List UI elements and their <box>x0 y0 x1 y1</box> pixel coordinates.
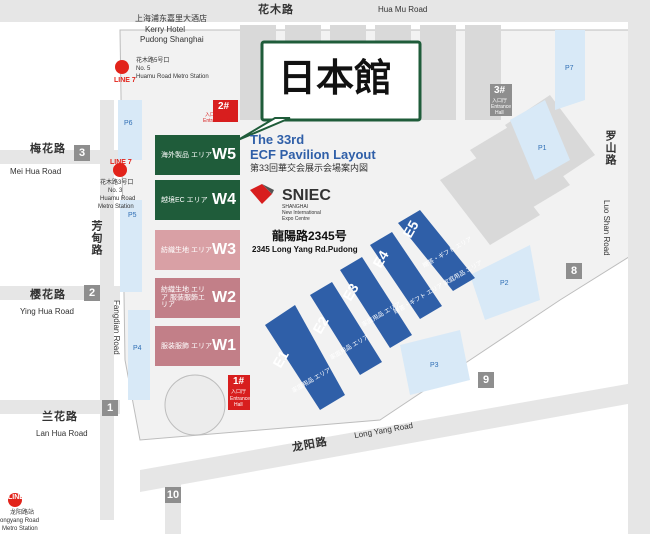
gate-3: 3 <box>74 145 90 161</box>
entrance-3-cn: 入口厅 <box>492 98 508 104</box>
metro-longyang-line2: ongyang Road <box>0 518 40 524</box>
parking-p5: P5 <box>128 212 137 219</box>
callout-pointer <box>237 117 291 141</box>
gate-9: 9 <box>478 372 494 388</box>
parking-p1: P1 <box>538 145 547 152</box>
line7-label-2: LINE 7 <box>110 159 132 166</box>
metro-huamu5-line3: Huamu Road Metro Station <box>136 74 209 80</box>
hall-w4-code: W4 <box>212 191 236 208</box>
entrance-1-en2: Hall <box>234 402 243 408</box>
hotel-name-en-1: Kerry Hotel <box>145 25 186 34</box>
parking-p6: P6 <box>124 120 133 127</box>
lanhua-road-label-en: Lan Hua Road <box>36 429 88 438</box>
metro-huamu3-line3: Huamu Road <box>100 196 136 202</box>
sniec-logo-sub1: SHANGHAI <box>282 204 309 210</box>
hall-w1-area: 服装服飾 エリア <box>161 343 212 350</box>
callout-label: 日本館 <box>278 58 393 100</box>
parking-p3: P3 <box>430 362 439 369</box>
venue-address-cn: 龍陽路2345号 <box>272 229 347 243</box>
hall-w4: 越境EC エリア W4 <box>155 180 240 220</box>
entrance-2-en: Entrance Hall <box>203 118 234 124</box>
meihua-road <box>0 150 120 164</box>
hall-w3: 紡織生地 エリア W3 <box>155 230 240 270</box>
gate-8: 8 <box>566 263 582 279</box>
line2-label: LINE 2 <box>8 494 30 501</box>
parking-p2: P2 <box>500 280 509 287</box>
gate-10: 10 <box>165 487 181 503</box>
hall-e2-shape <box>310 282 382 375</box>
line7-label-1: LINE 7 <box>114 77 136 84</box>
hotel-name-cn: 上海浦东嘉里大酒店 <box>135 14 207 23</box>
hotel-name-en-2: Pudong Shanghai <box>140 35 204 44</box>
hall-w1-code: W1 <box>212 337 236 354</box>
entrance-3-en1: Entrance <box>491 104 512 110</box>
entrance-1-shape <box>228 375 250 410</box>
hall-w2-code: W2 <box>212 289 236 306</box>
entrance-1-num: 1# <box>233 376 245 387</box>
metro-line2-icon <box>8 493 22 507</box>
lanhua-road-label-cn: 兰花路 <box>42 411 78 423</box>
meihua-road-label-en: Mei Hua Road <box>10 167 62 176</box>
sniec-logo-sub2: New International <box>282 210 321 216</box>
metro-huamu5-line1: 花木路5号口 <box>136 58 170 64</box>
metro-huamu3-line1: 花木路3号口 <box>100 180 134 186</box>
luoshan-road-label-en: Luo Shan Road <box>602 200 611 256</box>
entrance-3-shape <box>490 84 512 116</box>
meihua-road-label-cn: 梅花路 <box>30 143 66 155</box>
entrance-2-shape <box>213 100 238 122</box>
huamu-road-label-en: Hua Mu Road <box>378 5 428 14</box>
fangdian-road-label-cn: 芳甸路 <box>90 220 102 256</box>
hall-e4-shape <box>370 232 442 319</box>
hall-e1-shape <box>265 305 345 410</box>
huamu-road-label-cn: 花木路 <box>258 4 294 16</box>
hall-e5-shape <box>398 210 475 291</box>
hall-w2-area: 紡織生地 エリア 服装服飾エリア <box>161 286 205 309</box>
gate-2: 2 <box>84 285 100 301</box>
entrance-2-num: 2# <box>218 101 230 112</box>
hall-w3-code: W3 <box>212 241 236 258</box>
metro-longyang-line1: 龙阳路站 <box>10 510 35 516</box>
entrance-3-en2: Hall <box>495 110 504 116</box>
longyang-road <box>140 380 650 492</box>
hall-e3-shape <box>340 257 412 348</box>
metro-huamu3-line2: No. 3 <box>108 188 123 194</box>
hall-w5: 海外製品 エリア W5 <box>155 135 240 175</box>
metro-longyang-line3: Metro Station <box>2 526 38 532</box>
yinghua-road-label-en: Ying Hua Road <box>20 307 74 316</box>
huamu-road <box>0 0 650 22</box>
title-line3: 第33回華交会展示会場案内図 <box>250 163 369 173</box>
metro-line7-icon-2 <box>113 163 127 177</box>
hall-w2: 紡織生地 エリア 服装服飾エリア W2 <box>155 278 240 318</box>
gate-1: 1 <box>102 400 118 416</box>
lanhua-road <box>0 400 120 414</box>
fangdian-road-label-en: Fangdian Road <box>112 300 121 355</box>
hall-w3-area: 紡織生地 エリア <box>161 247 212 254</box>
hall-w1: 服装服飾 エリア W1 <box>155 326 240 366</box>
yinghua-road-label-cn: 樱花路 <box>30 289 66 301</box>
sniec-logo-sub3: Expo Centre <box>282 216 310 222</box>
title-line1: The 33rd <box>250 132 305 147</box>
sniec-logo-text: SNIEC <box>282 187 331 204</box>
venue-address-en: 2345 Long Yang Rd.Pudong <box>252 245 358 254</box>
hall-w5-area: 海外製品 エリア <box>161 152 212 159</box>
hall-w4-area: 越境EC エリア <box>161 197 208 204</box>
metro-line7-icon-1 <box>115 60 129 74</box>
title-line2: ECF Pavilion Layout <box>250 147 376 162</box>
hall-w5-code: W5 <box>212 146 236 163</box>
metro-huamu5-line2: No. 5 <box>136 66 151 72</box>
parking-p4: P4 <box>133 345 142 352</box>
entrance-1-en1: Entrance <box>230 396 251 402</box>
callout-box <box>260 40 422 122</box>
luoshan-road-label-cn: 罗山路 <box>604 130 616 166</box>
entrance-2-cn: 入口厅 <box>205 112 221 118</box>
entrance-1-cn: 入口厅 <box>231 389 247 395</box>
parking-p7: P7 <box>565 65 574 72</box>
entrance-3-num: 3# <box>494 85 506 96</box>
luoshan-road <box>628 22 650 534</box>
metro-huamu3-line4: Metro Station <box>98 204 134 210</box>
sniec-logo-icon <box>250 184 272 204</box>
